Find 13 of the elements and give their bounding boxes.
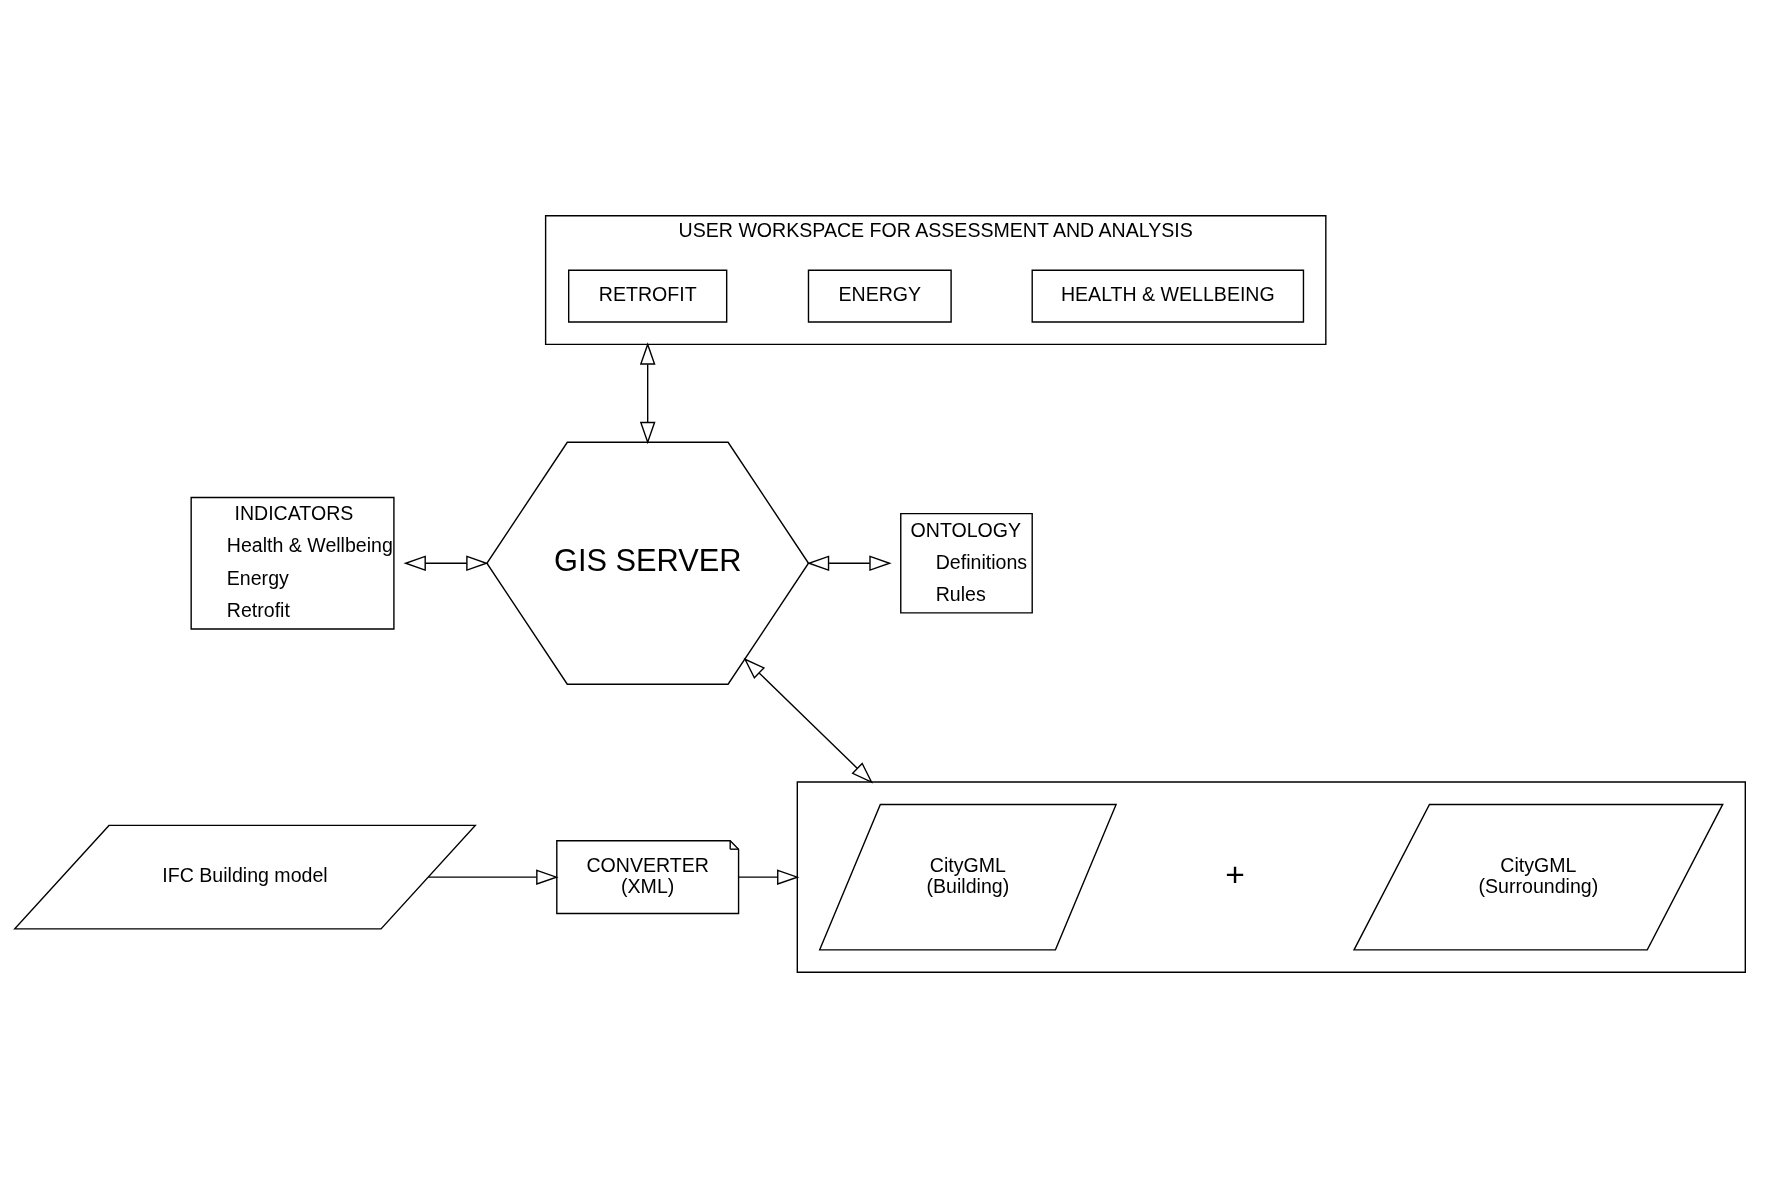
arrow xyxy=(639,341,656,444)
node-box: RETROFIT xyxy=(568,269,728,323)
cluster xyxy=(796,780,1746,973)
arrow xyxy=(403,554,489,571)
node-box: ENERGY xyxy=(807,269,952,323)
label: + xyxy=(1225,855,1245,893)
arrow xyxy=(738,868,800,885)
arrow xyxy=(806,554,892,571)
node-box: INDICATORS Health & Wellbeing Energy Retrofit xyxy=(190,496,395,630)
arrow xyxy=(743,657,873,784)
node-box: ONTOLOGY Definitions Rules xyxy=(900,512,1033,614)
node-box: HEALTH & WELLBEING xyxy=(1031,269,1305,323)
arrow xyxy=(427,868,559,885)
